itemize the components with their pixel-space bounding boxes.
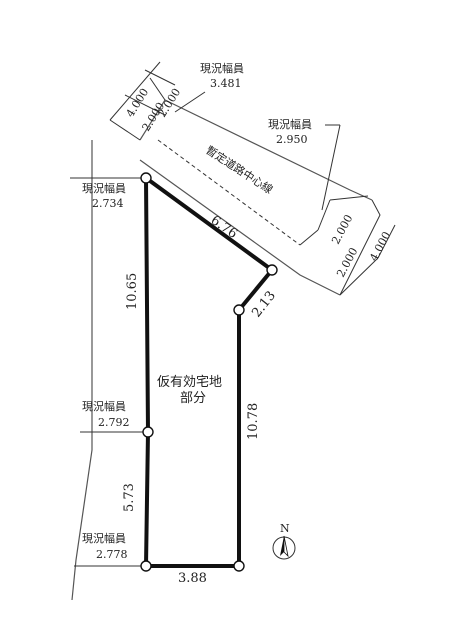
edge-bottom-length: 3.88 bbox=[178, 571, 207, 586]
vertex-bottom-left bbox=[140, 560, 152, 572]
left-upper-road-width-label: 現況幅員 bbox=[82, 181, 126, 195]
top-road-width-leader bbox=[174, 91, 206, 113]
top-road-width-value: 3.481 bbox=[210, 77, 242, 90]
vertex-left-mid bbox=[142, 426, 154, 438]
vertex-top-right bbox=[266, 264, 278, 276]
right-road-end-line bbox=[339, 199, 381, 296]
north-label: N bbox=[280, 522, 290, 535]
lower-setback-half-a: 2.000 bbox=[329, 212, 355, 246]
right-road-width-value: 2.950 bbox=[276, 133, 308, 146]
vertex-top-left bbox=[140, 172, 152, 184]
centerline-label: 暫定道路中心線 bbox=[203, 143, 275, 197]
right-road-width-label: 現況幅員 bbox=[268, 117, 312, 131]
vertex-right-mid bbox=[233, 304, 245, 316]
left-middle-road-width-value: 2.792 bbox=[98, 416, 130, 429]
lot-boundary bbox=[144, 176, 274, 568]
lot-label-line2: 部分 bbox=[180, 391, 206, 406]
edge-left-lower-length: 5.73 bbox=[122, 483, 137, 512]
left-road-edge-line bbox=[71, 140, 93, 601]
left-lower-road-width-value: 2.778 bbox=[96, 548, 128, 561]
lower-setback-total: 4.000 bbox=[367, 229, 393, 263]
left-middle-road-width-label: 現況幅員 bbox=[82, 399, 126, 413]
edge-top-diagonal-length: 6.76 bbox=[208, 213, 240, 242]
top-road-edge-line bbox=[139, 99, 373, 201]
right-road-width-leader-drop bbox=[321, 124, 341, 211]
top-road-width-label: 現況幅員 bbox=[200, 61, 244, 75]
lower-setback-dimensions bbox=[299, 195, 396, 296]
lot-label-line1: 仮有効宅地 bbox=[157, 375, 222, 390]
vertex-bottom-right bbox=[233, 560, 245, 572]
bottom-road-edge-line bbox=[139, 159, 341, 296]
edge-right-long-length: 10.78 bbox=[246, 403, 261, 440]
left-lower-road-width-label: 現況幅員 bbox=[82, 531, 126, 545]
provisional-centerline bbox=[157, 139, 301, 246]
left-upper-road-width-value: 2.734 bbox=[92, 197, 124, 210]
edge-left-upper-length: 10.65 bbox=[125, 273, 140, 310]
upper-setback-dimensions bbox=[109, 61, 176, 141]
north-arrow-icon bbox=[272, 535, 296, 560]
